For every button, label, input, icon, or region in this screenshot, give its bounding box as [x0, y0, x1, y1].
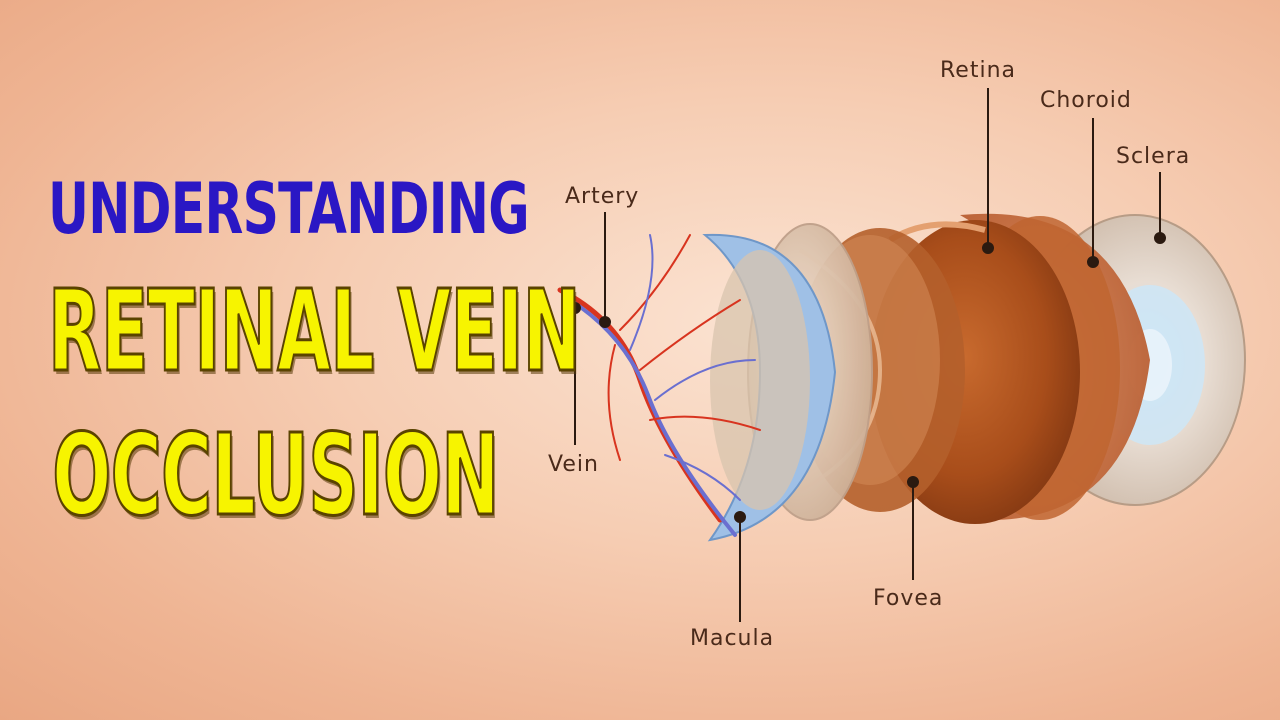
label-vein: Vein: [548, 452, 599, 477]
label-retina: Retina: [940, 58, 1016, 83]
title-line-2: RETINAL VEIN: [47, 267, 582, 397]
title-line-3: OCCLUSION: [51, 411, 500, 541]
label-artery: Artery: [565, 184, 640, 209]
title-line-1: UNDERSTANDING: [48, 168, 530, 250]
label-choroid: Choroid: [1040, 88, 1132, 113]
label-fovea: Fovea: [873, 586, 944, 611]
macula-layer: [702, 233, 837, 542]
label-sclera: Sclera: [1116, 144, 1191, 169]
label-macula: Macula: [690, 626, 775, 651]
leader-lines: [569, 88, 1166, 622]
